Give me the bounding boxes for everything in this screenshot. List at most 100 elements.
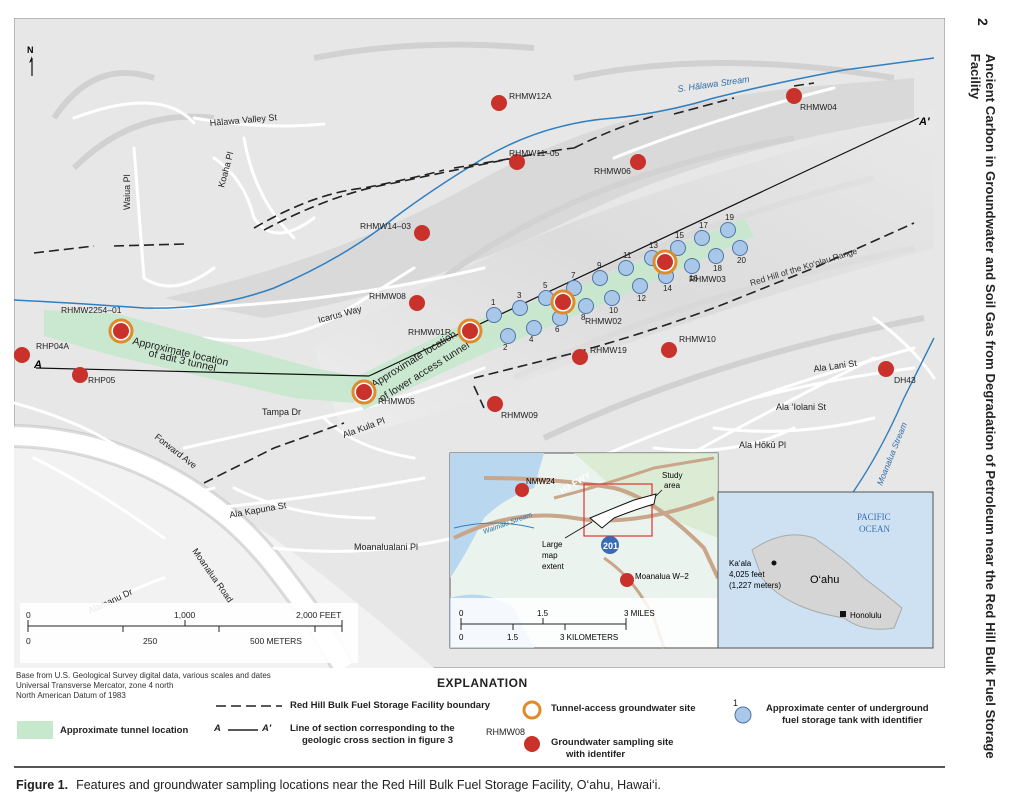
tank-label-16: 16 — [689, 274, 698, 283]
site-dh43 — [878, 361, 894, 377]
locator-map: PACIFIC OCEAN Ka‘ala 4,025 feet (1,227 m… — [717, 491, 934, 649]
tank-label-18: 18 — [713, 264, 722, 273]
tank-11 — [618, 260, 634, 276]
tank-label-7: 7 — [571, 271, 576, 280]
figure-label: Figure 1. — [16, 778, 69, 792]
legend-sampling-line1: Groundwater sampling site — [551, 737, 674, 748]
site-rhmw11-05 — [509, 154, 525, 170]
svg-text:N: N — [27, 45, 34, 55]
legend-sampling-symbol — [524, 736, 540, 752]
site-rhmw19 — [572, 349, 588, 365]
tank-8 — [578, 298, 594, 314]
site-rhmw05 — [356, 384, 372, 400]
site-rhmw10 — [661, 342, 677, 358]
scale-feet-1000: 1,000 — [174, 610, 196, 620]
ridge-shadow-upper — [164, 78, 914, 318]
inset-route-label: 201 — [603, 541, 618, 551]
credit-line-1: Base from U.S. Geological Survey digital… — [16, 671, 271, 680]
site-label-rhmw14-03: RHMW14–03 — [360, 221, 411, 231]
tank-20 — [732, 240, 748, 256]
inset-km-3: 3 KILOMETERS — [560, 633, 618, 642]
site-label-rhmw12a: RHMW12A — [509, 91, 552, 101]
honolulu-label: Honolulu — [850, 611, 882, 620]
street-label-waiua: Waiua Pl — [122, 174, 132, 210]
page-number: 2 — [975, 18, 991, 26]
inset-miles-0: 0 — [459, 609, 464, 618]
tank-10 — [604, 290, 620, 306]
caption-rule — [14, 766, 945, 768]
tank-3 — [512, 300, 528, 316]
street-label-tampa: Tampa Dr — [262, 407, 301, 417]
legend-tunnel-site-label: Tunnel-access groundwater site — [551, 703, 696, 714]
scale-feet-2000: 2,000 FEET — [296, 610, 341, 620]
scale-m-500: 500 METERS — [250, 636, 302, 646]
kaala-label-3: (1,227 meters) — [729, 581, 781, 590]
tank-2 — [500, 328, 516, 344]
legend-boundary-label: Red Hill Bulk Fuel Storage Facility boun… — [290, 700, 491, 711]
inset-large-map-1: Large — [542, 540, 563, 549]
ocean-label-1: PACIFIC — [857, 512, 891, 522]
site-rhmw01r — [462, 323, 478, 339]
legend-section-a-prime: A′ — [262, 723, 272, 734]
tank-18 — [708, 248, 724, 264]
inset-study-area — [589, 493, 657, 529]
site-label-dh43: DH43 — [894, 375, 916, 385]
legend-tunnel-swatch — [17, 721, 53, 739]
tank-label-3: 3 — [517, 291, 522, 300]
legend-section-a: A — [214, 723, 221, 734]
legend-section-symbol — [228, 729, 258, 731]
tank-label-17: 17 — [699, 221, 708, 230]
scale-feet-0: 0 — [26, 610, 31, 620]
inset-miles-1-5: 1.5 — [537, 609, 549, 618]
site-label-rhmw04: RHMW04 — [800, 102, 837, 112]
site-label-rhmw19: RHMW19 — [590, 345, 627, 355]
site-rhmw2254-01 — [113, 323, 129, 339]
inset-site-nmw24-label: NMW24 — [526, 477, 555, 486]
scale-m-250: 250 — [143, 636, 157, 646]
site-label-rhp04a: RHP04A — [36, 341, 69, 351]
street-label-moanalualani: Moanalualani Pl — [354, 542, 418, 552]
kaala-label-1: Ka‘ala — [729, 559, 752, 568]
tank-label-11: 11 — [623, 251, 632, 260]
inset-study-box — [583, 483, 653, 537]
credit-line-2: Universal Transverse Mercator, zone 4 no… — [16, 681, 174, 690]
legend-section-line2: geologic cross section in figure 3 — [302, 735, 453, 746]
explanation-title: EXPLANATION — [437, 676, 528, 690]
legend-sampling-example: RHMW08 — [486, 727, 526, 737]
site-rhmw08 — [409, 295, 425, 311]
tank-7 — [566, 280, 582, 296]
site-label-rhmw05: RHMW05 — [378, 396, 415, 406]
site-label-rhmw06: RHMW06 — [594, 166, 631, 176]
site-label-rhmw10: RHMW10 — [679, 334, 716, 344]
honolulu-point — [840, 611, 846, 617]
kaala-point — [771, 560, 777, 566]
inset-site-moanalua — [620, 573, 634, 587]
figure-caption: Figure 1.Features and groundwater sampli… — [16, 778, 661, 792]
legend-tunnel-label: Approximate tunnel location — [60, 725, 189, 736]
section-label-a: A — [33, 359, 42, 371]
tank-12 — [632, 278, 648, 294]
tank-label-10: 10 — [609, 306, 618, 315]
scale-m-0: 0 — [26, 636, 31, 646]
tank-1 — [486, 307, 502, 323]
legend-tank-line1: Approximate center of underground — [766, 703, 929, 714]
inset-site-nmw24 — [515, 483, 529, 497]
main-map: A A′ N Hālawa Valley St Koaha Pl Waiua P… — [14, 18, 945, 668]
tank-label-19: 19 — [725, 213, 734, 222]
inset-km-0: 0 — [459, 633, 464, 642]
inset-site-moanalua-label: Moanalua W–2 — [635, 572, 689, 581]
site-rhmw14-03 — [414, 225, 430, 241]
legend-section-line1: Line of section corresponding to the — [290, 723, 455, 734]
moanalua-stream — [833, 337, 935, 519]
running-title: 2 Ancient Carbon in Groundwater and Soil… — [952, 18, 1014, 763]
inset-km-1-5: 1.5 — [507, 633, 519, 642]
tank-label-2: 2 — [503, 343, 508, 352]
tank-label-13: 13 — [649, 241, 658, 250]
section-label-a-prime: A′ — [918, 116, 931, 128]
island-label: O‘ahu — [810, 574, 839, 586]
tank-4 — [526, 320, 542, 336]
inset-large-map-3: extent — [542, 562, 565, 571]
tank-label-4: 4 — [529, 335, 534, 344]
site-rhp04a — [14, 347, 30, 363]
